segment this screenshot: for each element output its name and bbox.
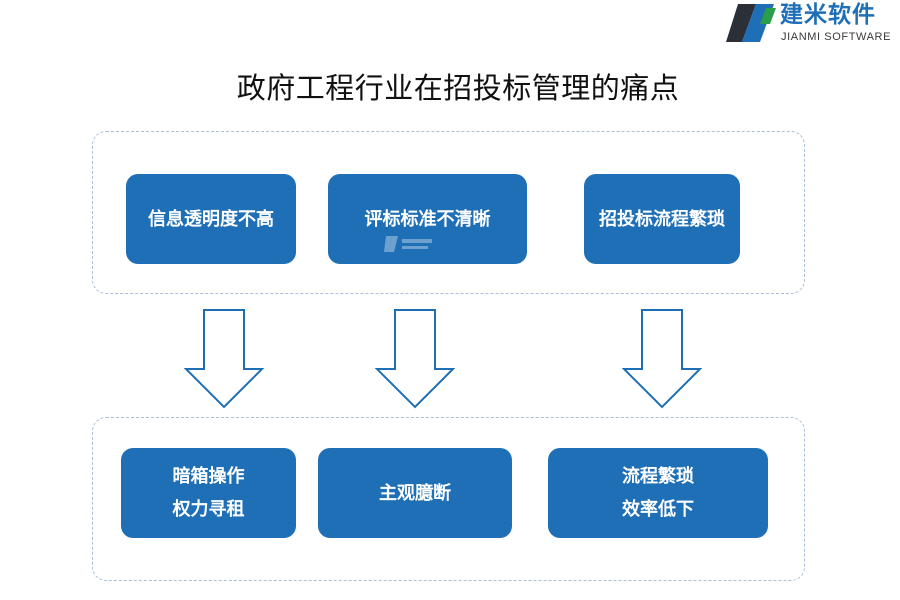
pain-point-label: 招投标流程繁琐 (599, 208, 725, 230)
consequence-box-3: 流程繁琐 效率低下 (548, 448, 768, 538)
consequence-line: 效率低下 (622, 499, 694, 520)
down-arrow-icon (184, 309, 264, 409)
pain-point-box-1: 信息透明度不高 (126, 174, 296, 264)
page-title: 政府工程行业在招投标管理的痛点 (236, 71, 680, 105)
jianmi-logo-icon (726, 4, 776, 42)
watermark-logo-icon (384, 236, 432, 252)
consequence-line: 暗箱操作 (172, 466, 245, 487)
brand-name-en: JIANMI SOFTWARE (781, 31, 892, 43)
consequence-line: 流程繁琐 (622, 466, 694, 487)
pain-point-box-3: 招投标流程繁琐 (584, 174, 740, 264)
consequence-box-1: 暗箱操作 权力寻租 (121, 448, 296, 538)
pain-point-label: 评标标准不清晰 (364, 208, 491, 230)
pain-point-label: 信息透明度不高 (148, 208, 274, 230)
brand-name-cn: 建米软件 (780, 2, 876, 28)
down-arrow-icon (375, 309, 455, 409)
consequence-box-2: 主观臆断 (318, 448, 512, 538)
pain-points-group (92, 131, 805, 294)
consequence-line: 权力寻租 (172, 499, 245, 520)
consequence-line: 主观臆断 (379, 482, 451, 504)
brand-logo: 建米软件 JIANMI SOFTWARE (724, 0, 900, 46)
consequences-group (92, 417, 805, 581)
pain-point-box-2: 评标标准不清晰 (328, 174, 527, 264)
down-arrow-icon (622, 309, 702, 409)
